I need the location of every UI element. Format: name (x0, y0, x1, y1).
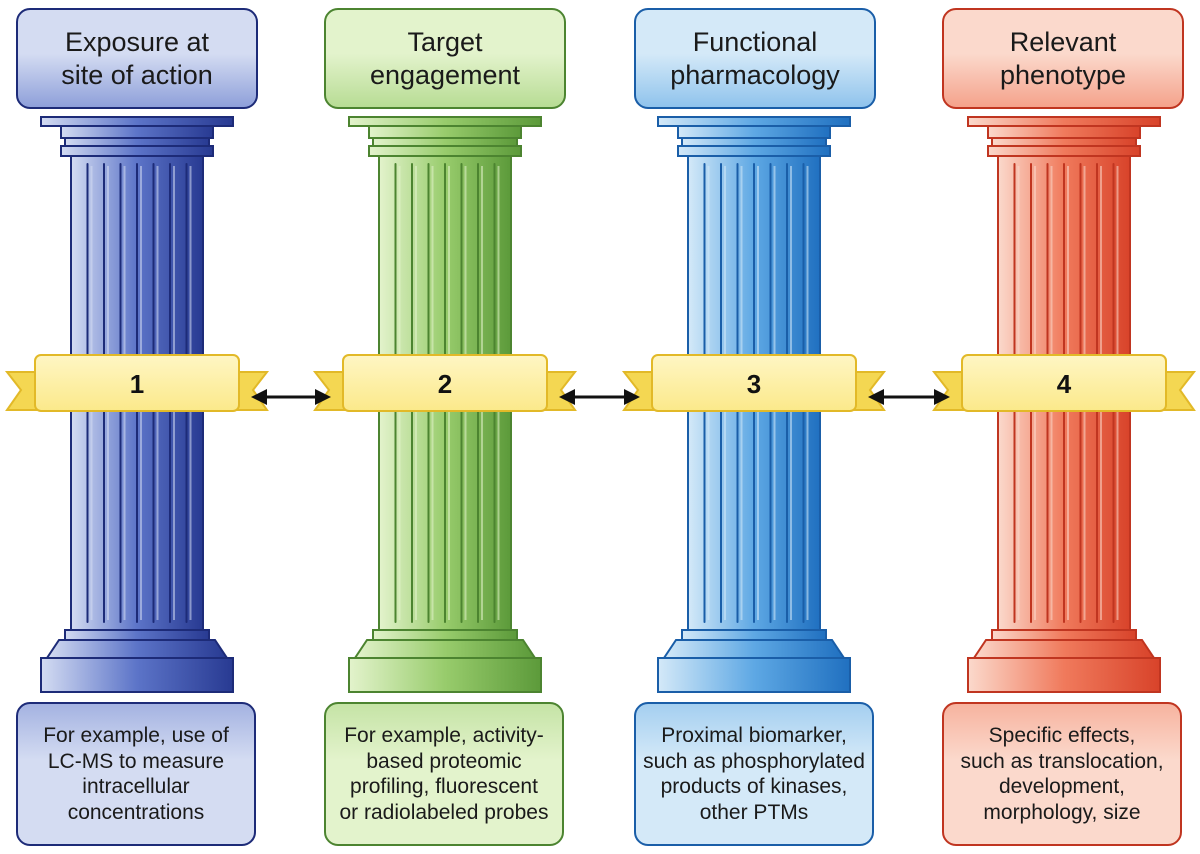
pillar-3-description: Proximal biomarker, such as phosphorylat… (643, 724, 865, 824)
pillar-4-description-box: Specific effects, such as translocation,… (942, 702, 1182, 846)
pillar-1-number: 1 (130, 369, 144, 399)
pillar-1-title: Exposure at site of action (61, 26, 213, 90)
connector-arrows (251, 389, 950, 405)
double-arrow-3-4 (868, 389, 950, 405)
pillar-2-title-box: Target engagement (324, 8, 566, 109)
pillar-2-number: 2 (438, 369, 452, 399)
pillar-4-title: Relevant phenotype (999, 26, 1127, 90)
ribbon-3: 3 (621, 354, 887, 412)
pillar-3-number: 3 (747, 369, 761, 399)
pillar-4-number: 4 (1057, 369, 1072, 399)
double-arrow-2-3 (559, 389, 640, 405)
ribbon-1: 1 (4, 354, 270, 412)
ribbon-2: 2 (312, 354, 578, 412)
pillar-2-title: Target engagement (369, 26, 521, 90)
pillar-3-description-box: Proximal biomarker, such as phosphorylat… (634, 702, 874, 846)
pillar-2-description-box: For example, activity- based proteomic p… (324, 702, 564, 846)
pillar-3-title: Functional pharmacology (670, 26, 840, 90)
pillar-3-title-box: Functional pharmacology (634, 8, 876, 109)
pillar-4-title-box: Relevant phenotype (942, 8, 1184, 109)
double-arrow-1-2 (251, 389, 331, 405)
pillar-1-description-box: For example, use of LC-MS to measure int… (16, 702, 256, 846)
pillar-1-description: For example, use of LC-MS to measure int… (43, 724, 229, 824)
pillar-2-description: For example, activity- based proteomic p… (339, 724, 549, 824)
pillar-1-title-box: Exposure at site of action (16, 8, 258, 109)
pillar-4-description: Specific effects, such as translocation,… (960, 724, 1164, 824)
ribbon-4: 4 (931, 354, 1197, 412)
